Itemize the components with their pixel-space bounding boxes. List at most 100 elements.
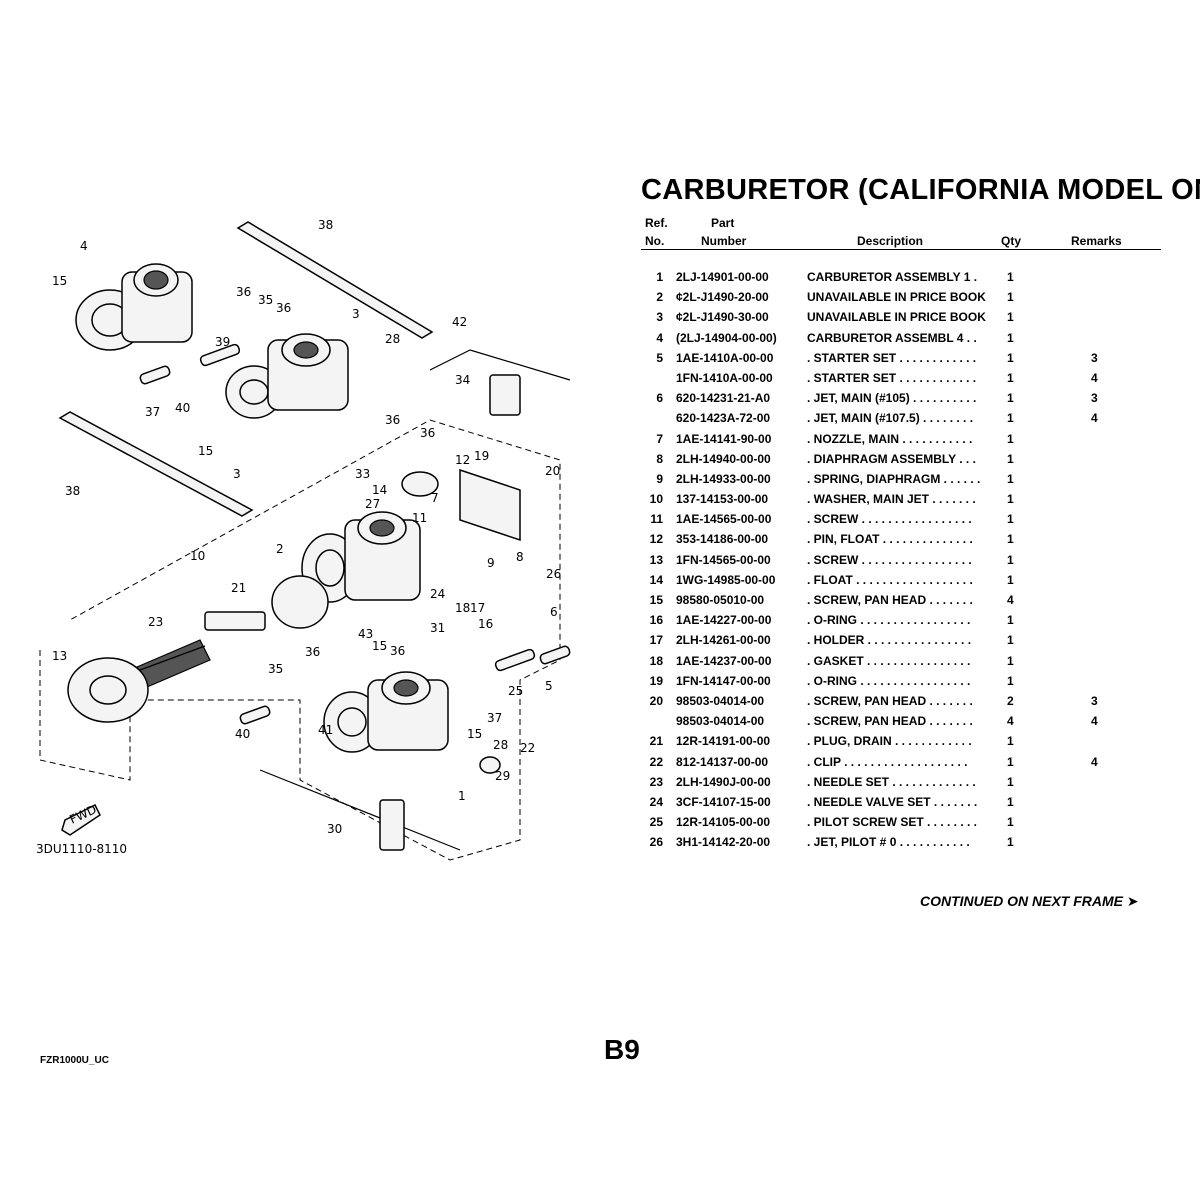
table-row: 620-1423A-72-00. JET, MAIN (#107.5) . . … — [641, 411, 1161, 431]
ref-cell: 8 — [656, 451, 663, 466]
table-row: 13 1FN-14565-00-00 . SCREW . . . . . . . .… — [641, 553, 1161, 573]
description-cell: . PLUG, DRAIN . . . . . . . . . . . . — [807, 734, 972, 749]
description-cell: . SCREW . . . . . . . . . . . . . . . . … — [807, 552, 972, 567]
callout-41: 41 — [318, 723, 333, 737]
callout-2: 2 — [276, 542, 284, 556]
callout-7: 7 — [431, 491, 439, 505]
part-number-cell: 2LJ-14901-00-00 — [676, 270, 769, 284]
description-cell: . O-RING . . . . . . . . . . . . . . . .… — [807, 613, 971, 628]
callout-39: 39 — [215, 335, 230, 349]
qty-cell: 1 — [1007, 350, 1014, 365]
description-cell: UNAVAILABLE IN PRICE BOOK — [807, 290, 986, 305]
page-title: CARBURETOR (CALIFORNIA MODEL ONL — [641, 174, 1200, 206]
description-cell: . JET, PILOT # 0 . . . . . . . . . . . — [807, 835, 970, 850]
callout-36: 36 — [305, 645, 320, 659]
ref-cell: 2 — [656, 290, 663, 305]
callout-22: 22 — [520, 741, 535, 755]
part-number-cell: 137-14153-00-00 — [676, 492, 769, 507]
qty-cell: 1 — [1007, 754, 1014, 769]
callout-9: 9 — [487, 556, 495, 570]
qty-cell: 1 — [1007, 633, 1014, 648]
ref-cell: 18 — [649, 653, 663, 668]
part-number-cell: 1AE-14141-90-00 — [676, 431, 772, 446]
callout-37: 37 — [145, 405, 160, 419]
callout-29: 29 — [495, 769, 510, 783]
qty-cell: 1 — [1007, 552, 1014, 567]
description-cell: . NEEDLE VALVE SET . . . . . . . — [807, 794, 978, 809]
description-cell: CARBURETOR ASSEMBLY 1 . — [807, 270, 978, 284]
description-cell: . DIAPHRAGM ASSEMBLY . . . — [807, 451, 976, 466]
callout-13: 13 — [52, 649, 67, 663]
part-number-cell: 12R-14105-00-00 — [676, 815, 771, 830]
callout-28: 28 — [385, 332, 400, 346]
qty-cell: 1 — [1007, 270, 1014, 284]
callout-17: 17 — [470, 601, 485, 615]
header-description: Description — [857, 234, 924, 248]
table-row: 1 2LJ-14901-00-00 CARBURETOR ASSEMBLY 1 . 1 — [641, 270, 1161, 290]
header-rule — [641, 249, 1161, 250]
callout-16: 16 — [478, 617, 493, 631]
part-number-cell: 1FN-14565-00-00 — [676, 552, 771, 567]
callout-15: 15 — [467, 727, 482, 741]
qty-cell: 1 — [1007, 815, 1014, 830]
part-number-cell: 1AE-14237-00-00 — [676, 653, 772, 668]
table-row: 4(2LJ-14904-00-00)CARBURETOR ASSEMBL 4 .… — [641, 331, 1161, 351]
remarks-cell: 4 — [1091, 411, 1098, 426]
qty-cell: 1 — [1007, 653, 1014, 668]
part-number-cell: 1FN-14147-00-00 — [676, 673, 771, 688]
callout-26: 26 — [546, 567, 561, 581]
qty-cell: 1 — [1007, 411, 1014, 426]
callout-35: 35 — [258, 293, 273, 307]
page-number: B9 — [604, 1034, 640, 1065]
callout-40: 40 — [235, 727, 250, 741]
header-ref-line1: Ref. — [645, 216, 668, 230]
callout-35: 35 — [268, 662, 283, 676]
ref-cell: 3 — [656, 310, 663, 325]
description-cell: . NOZZLE, MAIN . . . . . . . . . . . — [807, 431, 973, 446]
part-number-cell: 1WG-14985-00-00 — [676, 572, 776, 587]
ref-cell: 21 — [649, 734, 663, 749]
description-cell: CARBURETOR ASSEMBL 4 . . — [807, 330, 977, 345]
ref-cell: 4 — [656, 330, 663, 345]
drawing-code: 3DU1110-8110 — [36, 842, 127, 856]
callout-43: 43 — [358, 627, 373, 641]
qty-cell: 1 — [1007, 370, 1014, 385]
description-cell: . NEEDLE SET . . . . . . . . . . . . . — [807, 774, 976, 789]
description-cell: . CLIP . . . . . . . . . . . . . . . . .… — [807, 754, 968, 769]
callout-42: 42 — [452, 315, 467, 329]
callout-40: 40 — [175, 401, 190, 415]
description-cell: . PILOT SCREW SET . . . . . . . . — [807, 815, 978, 830]
callout-36: 36 — [276, 301, 291, 315]
needle-set-23 — [204, 611, 266, 631]
ref-cell: 1 — [656, 270, 663, 284]
callout-4: 4 — [80, 239, 88, 253]
description-cell: . O-RING . . . . . . . . . . . . . . . .… — [807, 673, 971, 688]
part-number-cell: 2LH-14940-00-00 — [676, 451, 771, 466]
remarks-cell: 3 — [1091, 391, 1098, 406]
callout-24: 24 — [430, 587, 445, 601]
callout-11: 11 — [412, 511, 427, 525]
qty-cell: 1 — [1007, 330, 1014, 345]
callout-23: 23 — [148, 615, 163, 629]
model-code: FZR1000U_UC — [40, 1055, 109, 1066]
ref-cell: 10 — [649, 492, 663, 507]
remarks-cell: 4 — [1091, 754, 1098, 769]
ref-cell: 26 — [649, 835, 663, 850]
throttle-cable-42 — [429, 349, 571, 416]
ref-cell: 13 — [649, 552, 663, 567]
description-cell: . PIN, FLOAT . . . . . . . . . . . . . . — [807, 532, 973, 547]
description-cell: . SCREW . . . . . . . . . . . . . . . . … — [807, 512, 972, 527]
ref-cell: 25 — [649, 815, 663, 830]
